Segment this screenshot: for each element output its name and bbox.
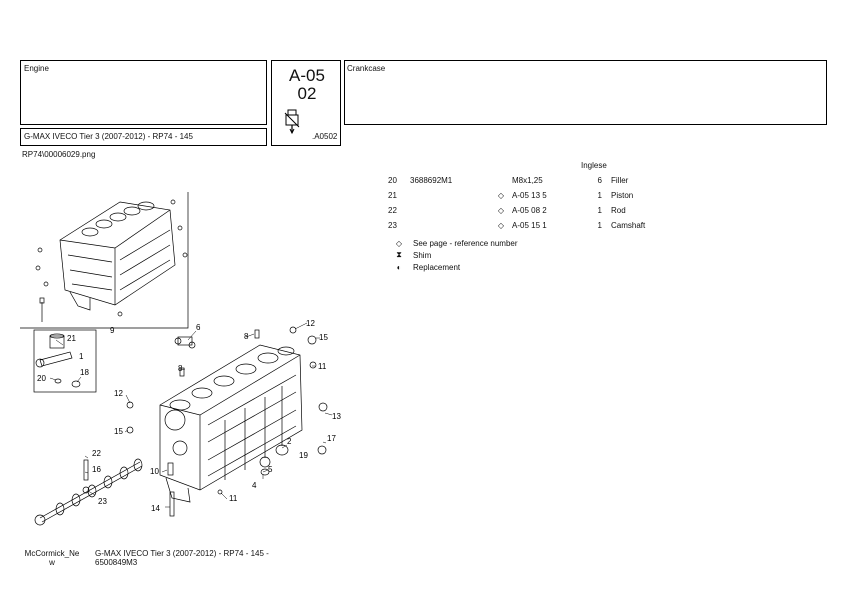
parts-row: 23 ◇ A-05 15 1 1 Camshaft — [388, 221, 671, 236]
callout-2: 2 — [287, 437, 292, 446]
description-cell: Rod — [611, 206, 626, 215]
qty-cell: 6 — [597, 176, 602, 185]
code-bottom: 02 — [297, 84, 317, 103]
code-box: A-05 02 .A0502 — [271, 60, 341, 146]
legend: ◇ See page - reference number ⧗ Shim ◐ R… — [390, 237, 518, 273]
main-block-drawing — [159, 344, 303, 503]
block-icon — [284, 109, 300, 135]
callout-18: 18 — [80, 368, 89, 377]
piston-inset-frame — [33, 329, 97, 393]
parts-row: 21 ◇ A-05 13 5 1 Piston — [388, 191, 671, 206]
footer-brand-line1: McCormick_Ne — [24, 549, 80, 558]
callout-17: 17 — [327, 434, 336, 443]
callout-13: 13 — [332, 412, 341, 421]
ref-cell: 20 — [388, 176, 397, 185]
callout-8a: 8 — [244, 332, 249, 341]
group-box: Crankcase — [344, 60, 827, 125]
small-block-drawing — [59, 201, 176, 311]
section-box: Engine — [20, 60, 267, 125]
callout-5: 5 — [268, 465, 273, 474]
symbol-cell: ◇ — [490, 221, 512, 236]
description-cell: Camshaft — [611, 221, 646, 230]
callout-15a: 15 — [319, 333, 328, 342]
inset-frame — [20, 192, 189, 329]
footer-model-line1: G-MAX IVECO Tier 3 (2007-2012) - RP74 - … — [95, 549, 269, 558]
callout-1: 1 — [79, 352, 84, 361]
part-number-cell — [410, 206, 490, 221]
symbol-cell: ◇ — [490, 191, 512, 206]
description-cell: Piston — [611, 191, 634, 200]
image-filename: RP74\00006029.png — [22, 150, 96, 159]
callout-11a: 11 — [318, 362, 327, 371]
description-cell: Filler — [611, 176, 629, 185]
symbol-cell: ◇ — [490, 206, 512, 221]
see-page-icon: ◇ — [497, 206, 505, 215]
callout-14: 14 — [151, 504, 160, 513]
part-number-cell — [410, 191, 490, 206]
footer-model-line2: 6500849M3 — [95, 558, 138, 567]
legend-text: Shim — [413, 250, 432, 260]
ref-cell: 22 — [388, 206, 397, 215]
legend-text: Replacement — [413, 262, 461, 272]
callout-10: 10 — [150, 467, 159, 476]
replacement-icon: ◐ — [396, 262, 402, 272]
footer-brand-line2: w — [49, 558, 55, 567]
callout-4: 4 — [252, 481, 257, 490]
symbol-cell — [490, 176, 512, 191]
part-number-cell: 3688692M1 — [410, 176, 453, 185]
see-page-icon: ◇ — [497, 221, 505, 230]
callout-23: 23 — [98, 497, 107, 506]
callout-20: 20 — [37, 374, 46, 383]
ref-cell: 23 — [388, 221, 397, 230]
camshaft-drawing — [34, 458, 143, 526]
footer-model: G-MAX IVECO Tier 3 (2007-2012) - RP74 - … — [95, 549, 269, 567]
spec-cell: A-05 13 5 — [512, 191, 547, 200]
code-ref: .A0502 — [312, 132, 338, 141]
model-line: G-MAX IVECO Tier 3 (2007-2012) - RP74 - … — [24, 132, 193, 141]
callout-8b: 8 — [178, 364, 183, 373]
shim-icon: ⧗ — [396, 250, 402, 259]
ref-cell: 21 — [388, 191, 397, 200]
language-label: Inglese — [581, 161, 607, 170]
legend-row-see-page: ◇ See page - reference number — [390, 237, 518, 249]
piston-rod-drawing — [35, 333, 81, 388]
callout-16: 16 — [92, 465, 101, 474]
qty-cell: 1 — [597, 191, 602, 200]
callout-21: 21 — [67, 334, 76, 343]
legend-row-replacement: ◐ Replacement — [390, 261, 518, 273]
callout-12b: 12 — [114, 389, 123, 398]
parts-row: 20 3688692M1 M8x1,25 6 Filler — [388, 176, 671, 191]
model-box: G-MAX IVECO Tier 3 (2007-2012) - RP74 - … — [20, 128, 267, 146]
crankcase-diagram: 6 8 12 15 9 21 1 20 18 8 11 12 13 15 2 1… — [20, 192, 341, 526]
callout-11b: 11 — [229, 494, 238, 503]
callout-19: 19 — [299, 451, 308, 460]
callout-12a: 12 — [306, 319, 315, 328]
code-top: A-05 — [289, 66, 325, 85]
see-page-icon: ◇ — [497, 191, 505, 200]
callout-9: 9 — [110, 326, 115, 335]
footer-brand: McCormick_Ne w — [22, 549, 82, 567]
callout-22: 22 — [92, 449, 101, 458]
parts-row: 22 ◇ A-05 08 2 1 Rod — [388, 206, 671, 221]
section-label: Engine — [24, 64, 49, 73]
spec-cell: M8x1,25 — [512, 176, 543, 185]
spec-cell: A-05 15 1 — [512, 221, 547, 230]
legend-text: See page - reference number — [413, 238, 518, 248]
qty-cell: 1 — [597, 221, 602, 230]
group-title: Crankcase — [347, 64, 386, 73]
callout-6: 6 — [196, 323, 201, 332]
callout-15b: 15 — [114, 427, 123, 436]
see-page-icon: ◇ — [395, 238, 403, 248]
legend-row-shim: ⧗ Shim — [390, 249, 518, 261]
qty-cell: 1 — [597, 206, 602, 215]
spec-cell: A-05 08 2 — [512, 206, 547, 215]
part-number-cell — [410, 221, 490, 236]
parts-table: 20 3688692M1 M8x1,25 6 Filler 21 ◇ A-05 13 5 1 Pi… — [388, 176, 671, 236]
